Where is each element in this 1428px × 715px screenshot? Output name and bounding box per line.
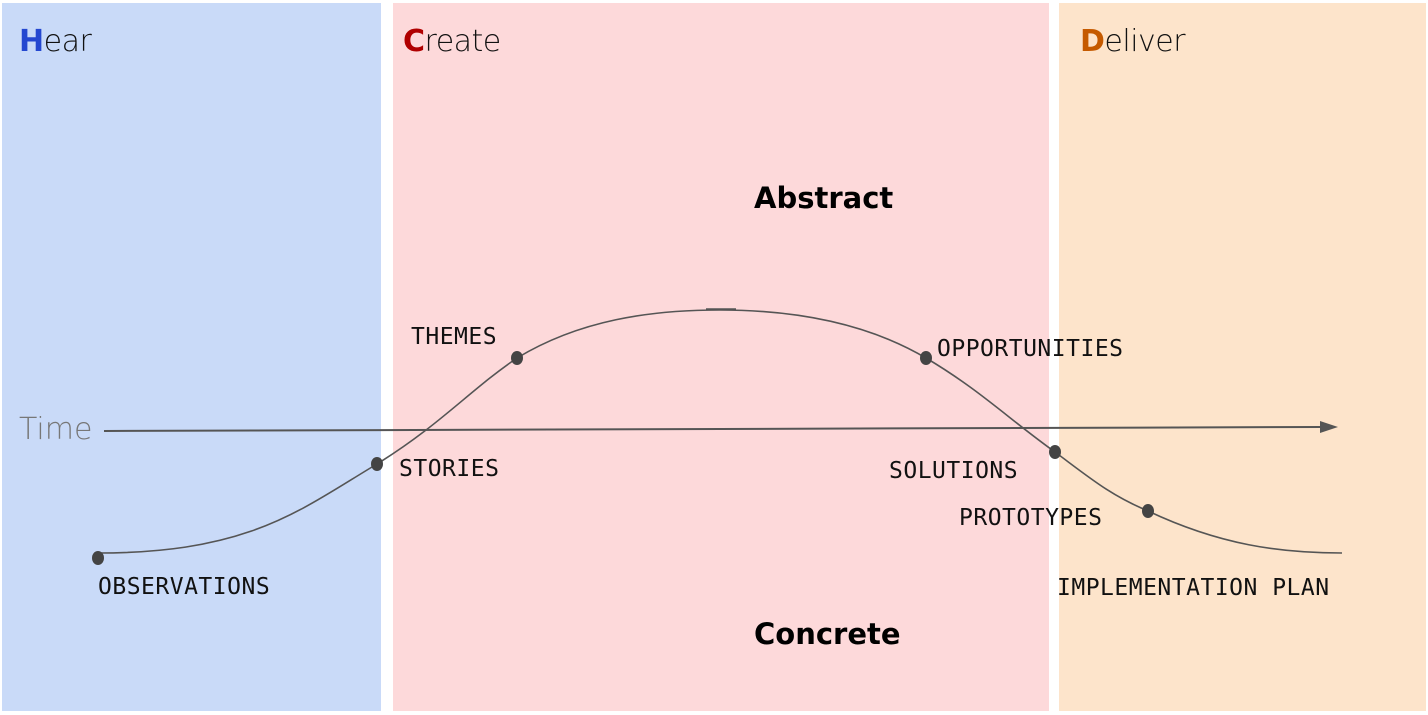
point-observations [92,551,104,565]
deliver-title: Deliver [1080,24,1186,59]
label-opportunities: OPPORTUNITIES [937,336,1124,362]
label-prototypes: PROTOTYPES [959,505,1103,531]
hear-panel [2,3,381,711]
abstract-label: Abstract [754,181,894,215]
concrete-label: Concrete [754,617,901,651]
point-solutions [1049,445,1061,459]
create-panel [393,3,1049,711]
label-stories: STORIES [399,456,500,482]
point-opportunities [920,351,932,365]
time-arrow [103,426,1323,432]
label-themes: THEMES [411,324,498,350]
abstraction-curve [97,309,1343,554]
hear-title: Hear [19,24,92,59]
time-label: Time [19,412,93,447]
arrow-head-icon [1320,421,1338,433]
label-solutions: SOLUTIONS [889,458,1019,484]
label-observations: OBSERVATIONS [98,574,271,600]
deliver-panel [1059,3,1426,711]
point-themes [511,351,523,365]
label-implementation-plan: IMPLEMENTATION PLAN [1057,575,1330,601]
point-prototypes [1142,504,1154,518]
create-title: Create [403,24,501,59]
point-stories [371,457,383,471]
